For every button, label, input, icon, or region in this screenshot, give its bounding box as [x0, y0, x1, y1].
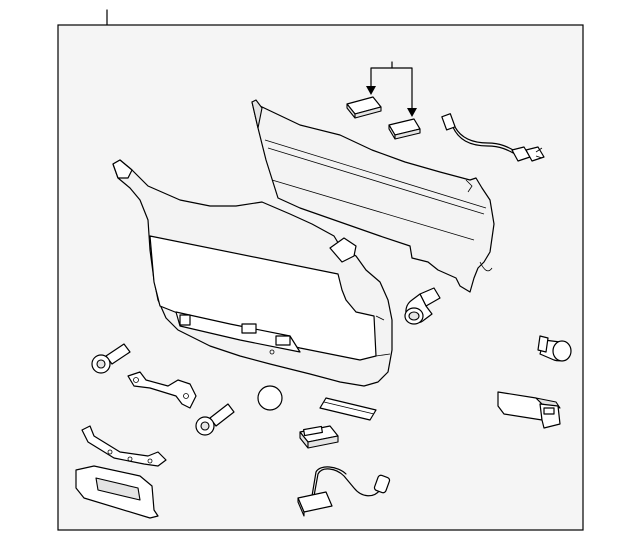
bolt-lower-left [91, 343, 131, 374]
label-strip [319, 397, 377, 421]
switch-housing [497, 391, 561, 429]
small-clip [299, 425, 339, 449]
wiring-harness-lower [297, 466, 391, 517]
bolt-lower [195, 403, 235, 436]
bolt-upper [404, 287, 441, 325]
bumper-stop [537, 335, 572, 362]
trim-panel [112, 159, 393, 387]
handle-bezel [75, 465, 159, 519]
bracket-lower [81, 425, 167, 467]
round-plug [257, 385, 283, 411]
wiring-harness-upper [441, 113, 545, 162]
retainer-clips [346, 61, 421, 140]
back-panel-shield [251, 99, 495, 293]
bracket-upper [127, 371, 197, 409]
